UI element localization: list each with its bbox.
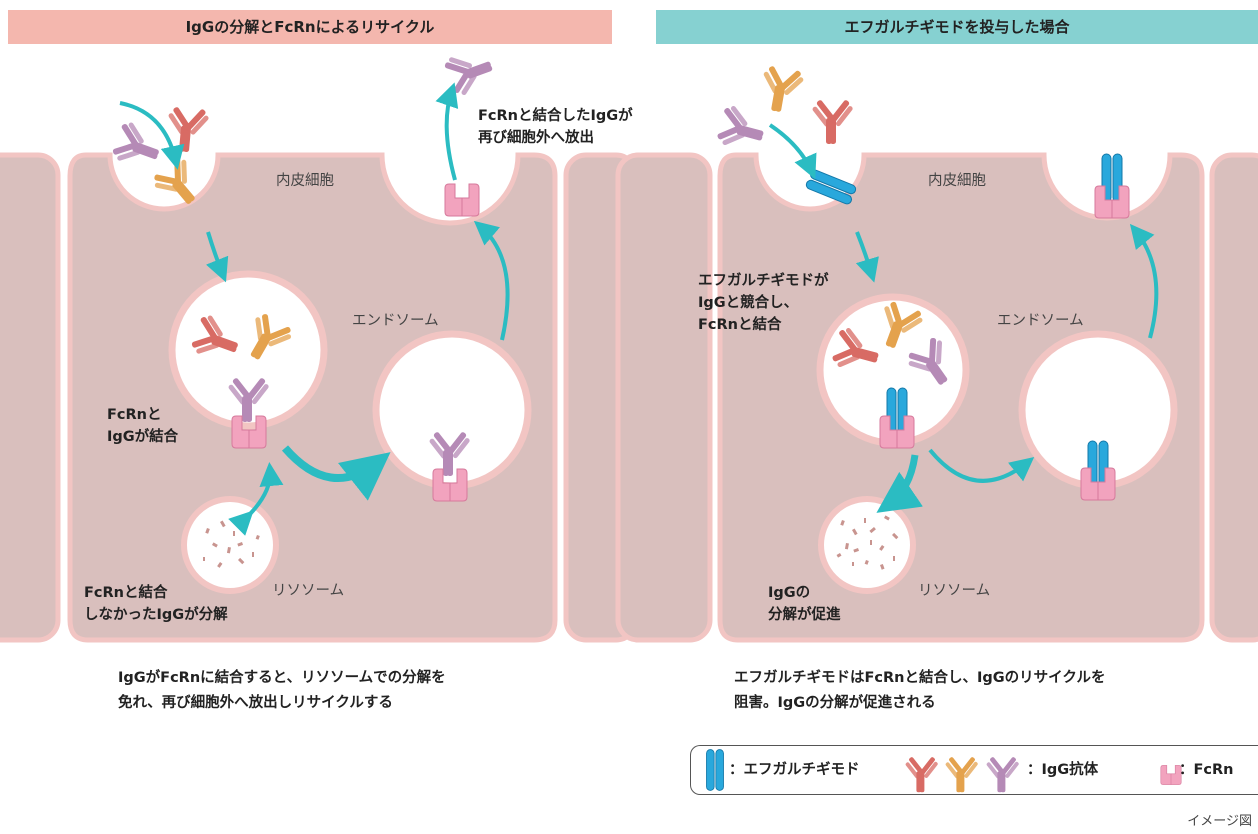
left-released-label: FcRnと結合したIgGが 再び細胞外へ放出 bbox=[478, 108, 633, 146]
right-fcrn-membrane bbox=[1094, 185, 1130, 219]
right-arrow-uptake bbox=[768, 123, 817, 180]
left-arrow-uptake bbox=[119, 101, 185, 170]
right-arrow-to-membrane bbox=[1129, 223, 1159, 339]
legend-box: ：エフガルチギモド ：IgG抗体 ：FcRn bbox=[690, 745, 1258, 795]
left-arrow-release bbox=[435, 82, 459, 181]
right-cell-label: 内皮細胞 bbox=[928, 173, 986, 189]
right-cell-group bbox=[615, 63, 1258, 643]
right-endosome-label: エンドソーム bbox=[997, 313, 1084, 329]
left-arrows bbox=[119, 82, 510, 536]
left-panel-header: IgGの分解とFcRnによるリサイクル bbox=[8, 10, 612, 44]
right-lysosome-label: リソソーム bbox=[918, 583, 991, 599]
left-lysosome-label: リソソーム bbox=[272, 583, 345, 599]
right-arrow-to-endosome bbox=[855, 231, 879, 283]
right-side-cell-right bbox=[1209, 152, 1258, 643]
left-arrow-to-endosome bbox=[205, 231, 229, 283]
left-cell-label: 内皮細胞 bbox=[276, 173, 334, 189]
right-caption: エフガルチギモドはFcRnと結合し、IgGのリサイクルを 阻害。IgGの分解が促… bbox=[734, 670, 1106, 711]
left-fcrn-membrane bbox=[444, 183, 480, 217]
right-lysosome bbox=[818, 496, 916, 594]
right-igg-outside-red bbox=[811, 99, 854, 144]
right-panel-header: エフガルチギモドを投与した場合 bbox=[656, 10, 1258, 44]
left-arrow-lysosome bbox=[228, 462, 284, 536]
left-caption: IgGがFcRnに結合すると、リソソームでの分解を 免れ、再び細胞外へ放出しリサ… bbox=[118, 670, 446, 711]
left-endosome-label: エンドソーム bbox=[352, 313, 439, 329]
right-arrow-to-lysosome bbox=[876, 454, 923, 513]
right-arrow-to-recycling bbox=[928, 448, 1035, 483]
legend-igg-label: ：IgG抗体 bbox=[1027, 762, 1099, 778]
left-lysosome bbox=[181, 496, 279, 594]
right-promote-label: IgGの 分解が促進 bbox=[768, 585, 841, 623]
right-igg-outside-orange bbox=[756, 63, 806, 116]
left-side-cell-left bbox=[0, 152, 61, 643]
right-lysosome-fragments bbox=[836, 515, 899, 570]
image-footnote: イメージ図 bbox=[1187, 814, 1252, 829]
right-recycling-endosome bbox=[1018, 330, 1178, 490]
left-cell-group bbox=[0, 44, 639, 643]
left-sorting-endosome bbox=[168, 270, 328, 430]
left-arrow-to-membrane bbox=[473, 220, 510, 341]
left-igg-outside-purple bbox=[109, 118, 166, 174]
right-arrows bbox=[768, 123, 1159, 513]
legend-efgartigimod-label: ：エフガルチギモド bbox=[729, 762, 860, 778]
legend-fcrn-label: ：FcRn bbox=[1179, 762, 1234, 778]
left-binding-label: FcRnと IgGが結合 bbox=[107, 407, 179, 445]
right-efgartigimod-entering bbox=[804, 168, 858, 206]
right-compete-label: エフガルチギモドが IgGと競合し、 FcRnと結合 bbox=[698, 273, 829, 333]
left-degraded-label: FcRnと結合 しなかったIgGが分解 bbox=[84, 585, 228, 623]
left-arrow-to-recycling bbox=[281, 445, 391, 501]
right-side-cell-left bbox=[615, 152, 713, 643]
right-igg-outside-purple bbox=[714, 102, 769, 155]
